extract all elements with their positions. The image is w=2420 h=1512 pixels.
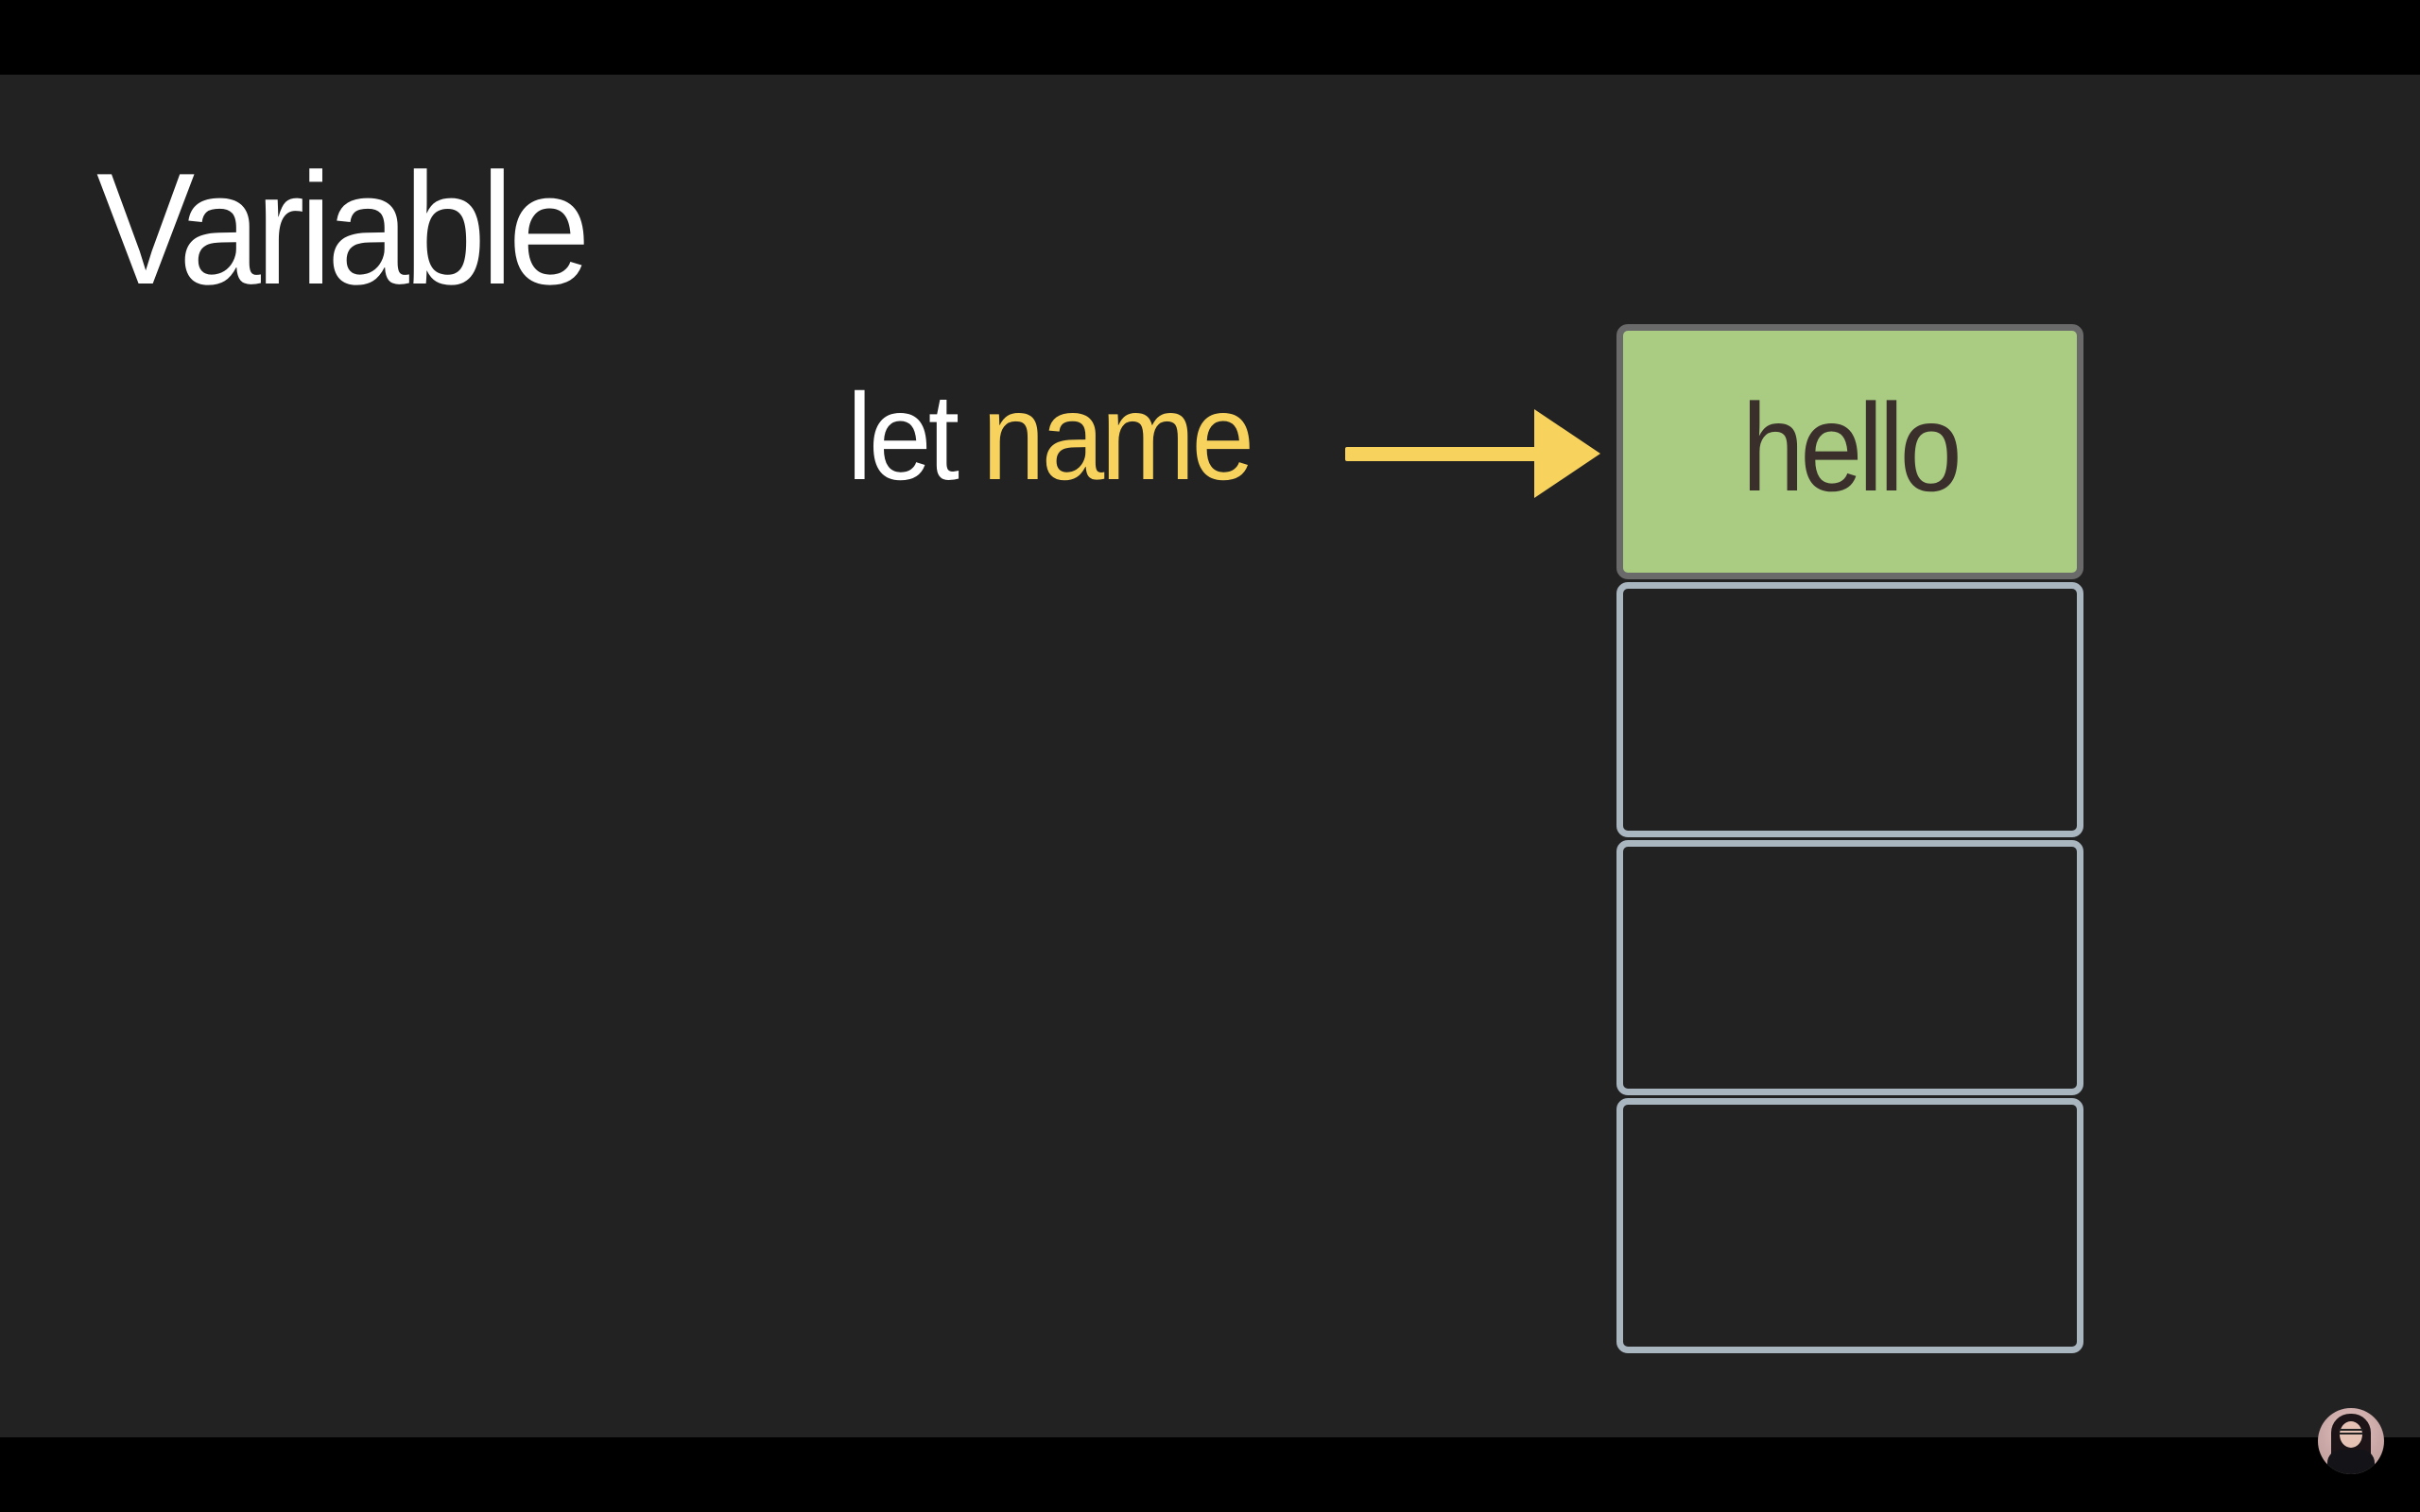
memory-cell-4 [1616,1098,2083,1353]
memory-stack: hello [1616,324,2083,1356]
letterbox-top [0,0,2420,75]
presenter-avatar [2318,1408,2384,1474]
slide-title: Variable [96,140,591,318]
memory-cell-value: hello [1741,378,1962,517]
glasses-icon [2339,1429,2363,1435]
avatar-body [2327,1450,2375,1474]
letterbox-bottom [0,1437,2420,1512]
arrow-right-icon [1345,409,1600,498]
memory-cell-3 [1616,840,2083,1095]
memory-cell-1: hello [1616,324,2083,579]
avatar-face [2340,1421,2362,1448]
keyword-let: let [847,368,959,506]
identifier-name: name [981,368,1254,506]
memory-cell-2 [1616,582,2083,837]
